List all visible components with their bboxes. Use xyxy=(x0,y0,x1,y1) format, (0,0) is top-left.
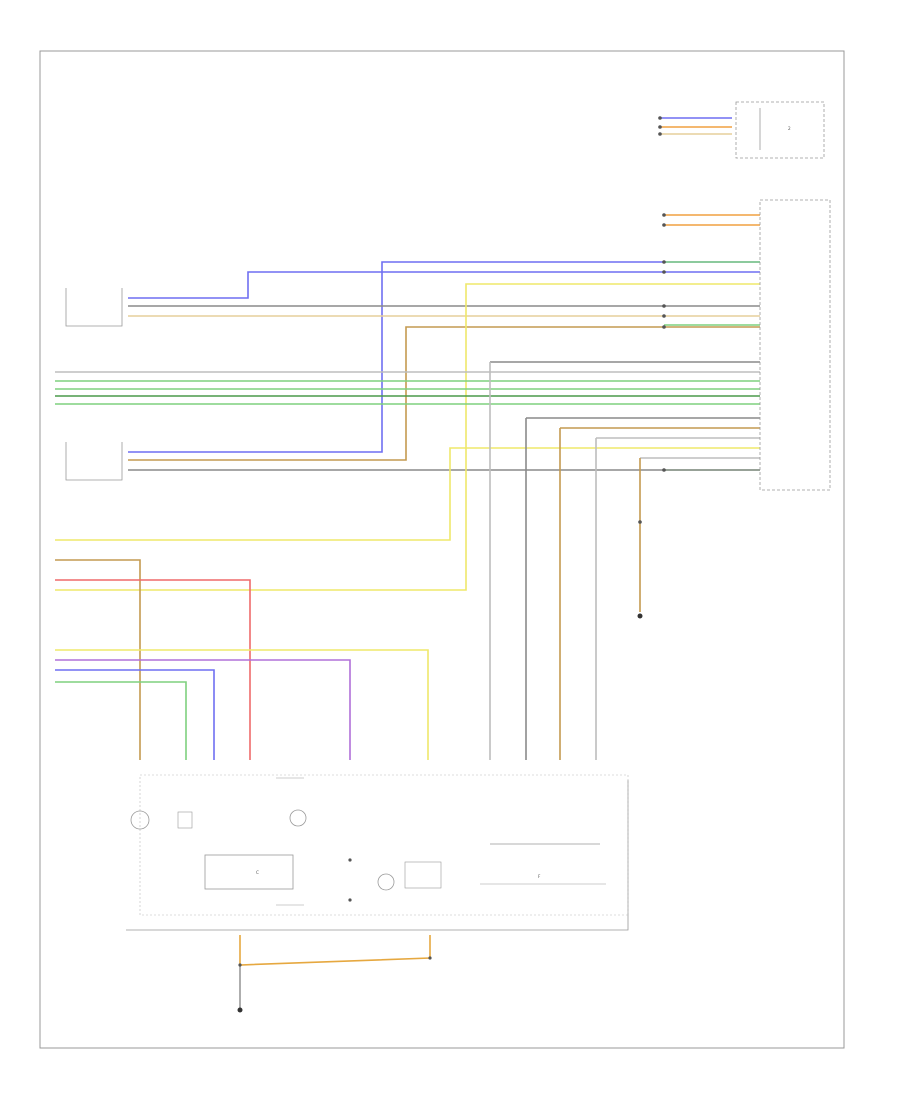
wire xyxy=(55,659,351,760)
svg-text:2: 2 xyxy=(788,126,791,131)
left-rear-sensor xyxy=(65,288,123,327)
wire xyxy=(55,681,187,760)
wire xyxy=(55,649,429,760)
wire xyxy=(239,935,431,966)
wire xyxy=(128,261,760,453)
bulb-left-icon xyxy=(130,810,150,830)
wire xyxy=(55,559,141,760)
wire xyxy=(55,447,760,541)
instrument-cluster: 2 xyxy=(735,101,825,159)
ground-icon xyxy=(237,1007,243,1013)
left-front-sensor xyxy=(65,442,123,481)
wire xyxy=(128,326,760,461)
wire xyxy=(55,283,760,591)
bulb-right-icon xyxy=(289,809,307,827)
right-headlight: C F xyxy=(126,774,629,931)
ground-symbols xyxy=(237,613,643,1013)
svg-text:F: F xyxy=(538,874,541,879)
wire xyxy=(55,579,251,760)
fog-lamp-icon xyxy=(377,873,395,891)
splice-dots xyxy=(238,116,666,967)
levelling-motor xyxy=(404,861,442,889)
wire xyxy=(128,271,760,299)
svg-text:C: C xyxy=(256,870,259,875)
wire xyxy=(55,669,215,760)
wires xyxy=(55,117,760,1008)
diagram-border xyxy=(39,50,845,1049)
headlamp-module xyxy=(759,199,831,491)
ground-icon xyxy=(637,613,643,619)
ballast-box xyxy=(204,854,294,890)
